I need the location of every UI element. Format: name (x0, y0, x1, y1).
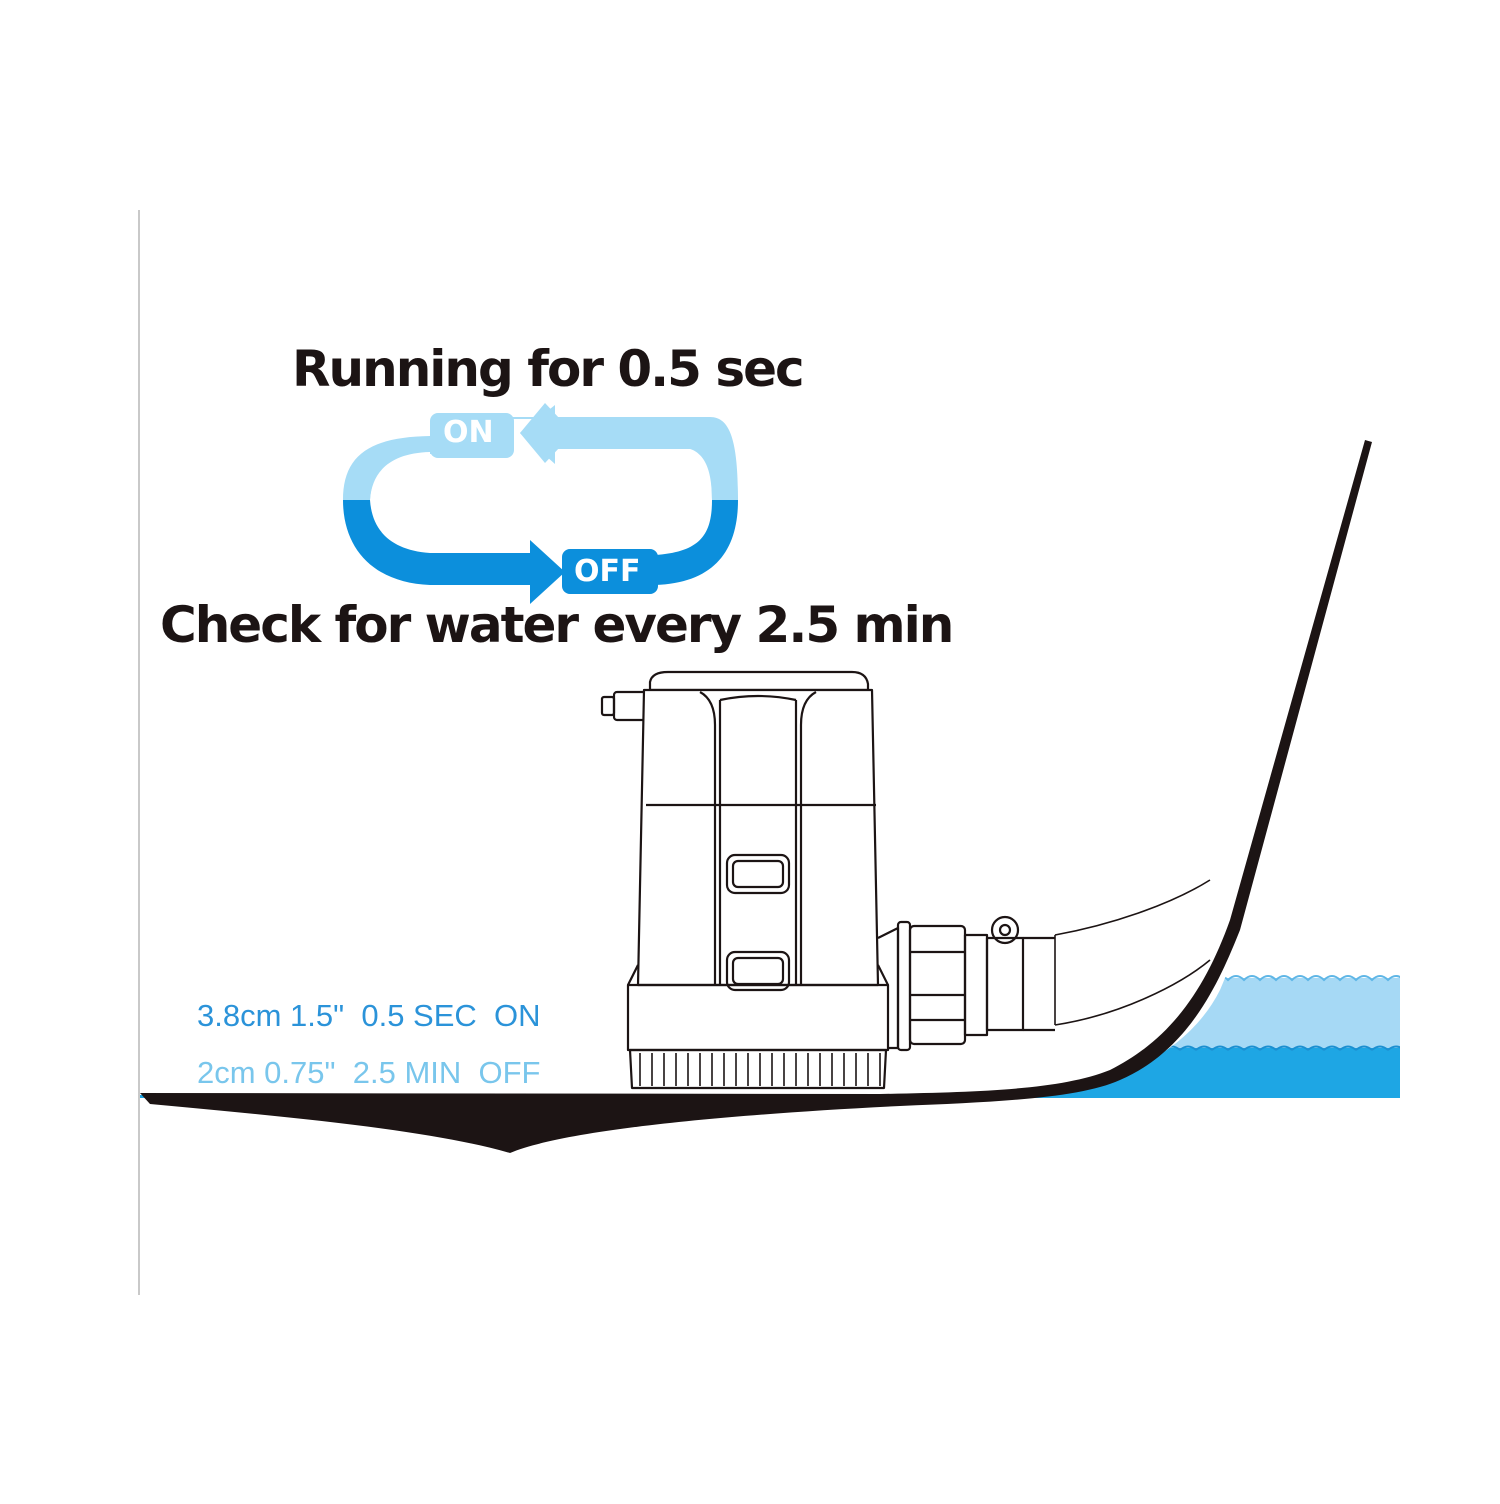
cycle-arrows (343, 403, 738, 604)
on-badge-label: ON (443, 415, 494, 450)
off-arrow (343, 500, 565, 604)
on-badge-bg (430, 413, 514, 458)
check-caption: Check for water every 2.5 min (160, 596, 954, 654)
off-level-label: 2cm 0.75" 2.5 MIN OFF (197, 1055, 541, 1090)
discharge-hose (1054, 879, 1211, 1026)
bilge-pump (600, 670, 1055, 1090)
off-badge-bg (562, 549, 658, 594)
running-caption: Running for 0.5 sec (292, 340, 805, 398)
off-badge-label: OFF (574, 554, 641, 589)
on-level-label: 3.8cm 1.5" 0.5 SEC ON (197, 998, 541, 1033)
